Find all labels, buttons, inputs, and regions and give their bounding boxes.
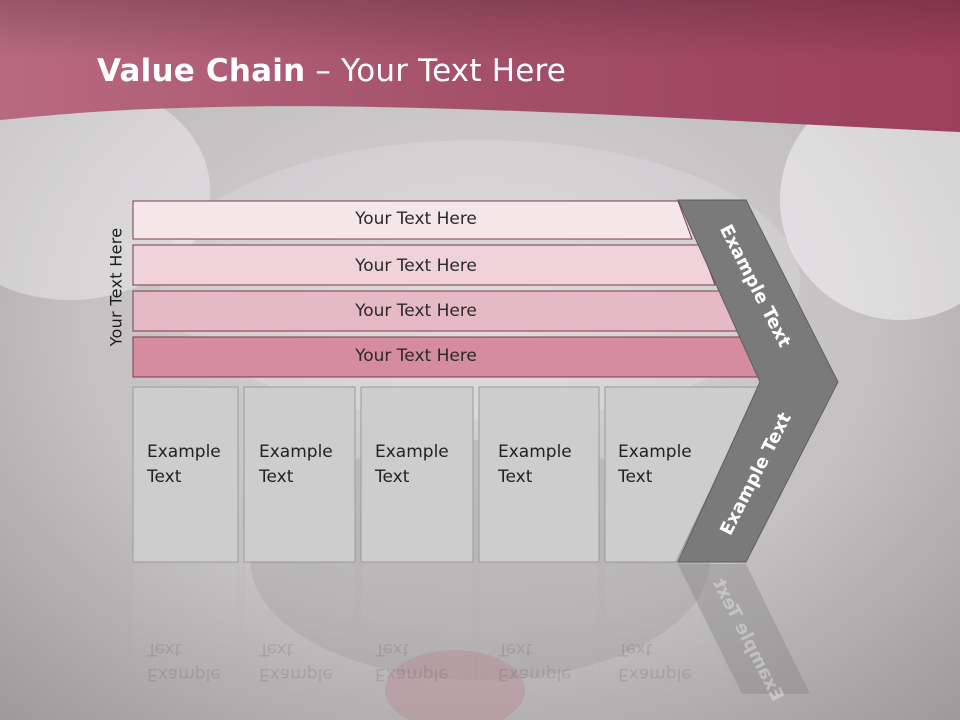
- bar-1-shape: [132, 200, 693, 240]
- box-4-shape: [478, 386, 600, 563]
- title-bold: Value Chain: [97, 53, 306, 89]
- box-2-text: Example Text: [259, 440, 333, 490]
- box-5-reflection: Example Text: [618, 639, 692, 684]
- box-5-line1: Example: [618, 442, 692, 462]
- box-5-text: Example Text: [618, 440, 692, 490]
- box-1-line1: Example: [147, 442, 221, 462]
- box-3-text: Example Text: [375, 440, 449, 490]
- box-3-line2: Text: [375, 467, 410, 487]
- chevron-arrow-shape: [677, 199, 839, 563]
- box-2-reflection: Example Text: [259, 639, 333, 684]
- box-3-shape: [360, 386, 474, 563]
- box-4-line1: Example: [498, 442, 572, 462]
- box-3-reflection: Example Text: [375, 639, 449, 684]
- box-4-line2: Text: [498, 467, 533, 487]
- title-rest: – Your Text Here: [305, 53, 567, 89]
- bar-2-label: Your Text Here: [355, 256, 477, 276]
- box-2-line1: Example: [259, 442, 333, 462]
- box-3-line1: Example: [375, 442, 449, 462]
- bar-4-label: Your Text Here: [355, 346, 477, 366]
- bar-1-label: Your Text Here: [355, 209, 477, 229]
- box-5-shape: [604, 386, 761, 563]
- box-1-shape: [132, 386, 239, 563]
- box-4-reflection: Example Text: [498, 639, 572, 684]
- box-1-reflection: Example Text: [147, 639, 221, 684]
- box-1-line2: Text: [147, 467, 182, 487]
- box-1-text: Example Text: [147, 440, 221, 490]
- bar-3-label: Your Text Here: [355, 301, 477, 321]
- box-2-line2: Text: [259, 467, 294, 487]
- bar-2-shape: [132, 244, 716, 286]
- box-4-text: Example Text: [498, 440, 572, 490]
- box-2-shape: [243, 386, 356, 563]
- box-5-line2: Text: [618, 467, 653, 487]
- vertical-label: Your Text Here: [106, 227, 126, 347]
- slide-title: Value Chain – Your Text Here: [97, 53, 566, 89]
